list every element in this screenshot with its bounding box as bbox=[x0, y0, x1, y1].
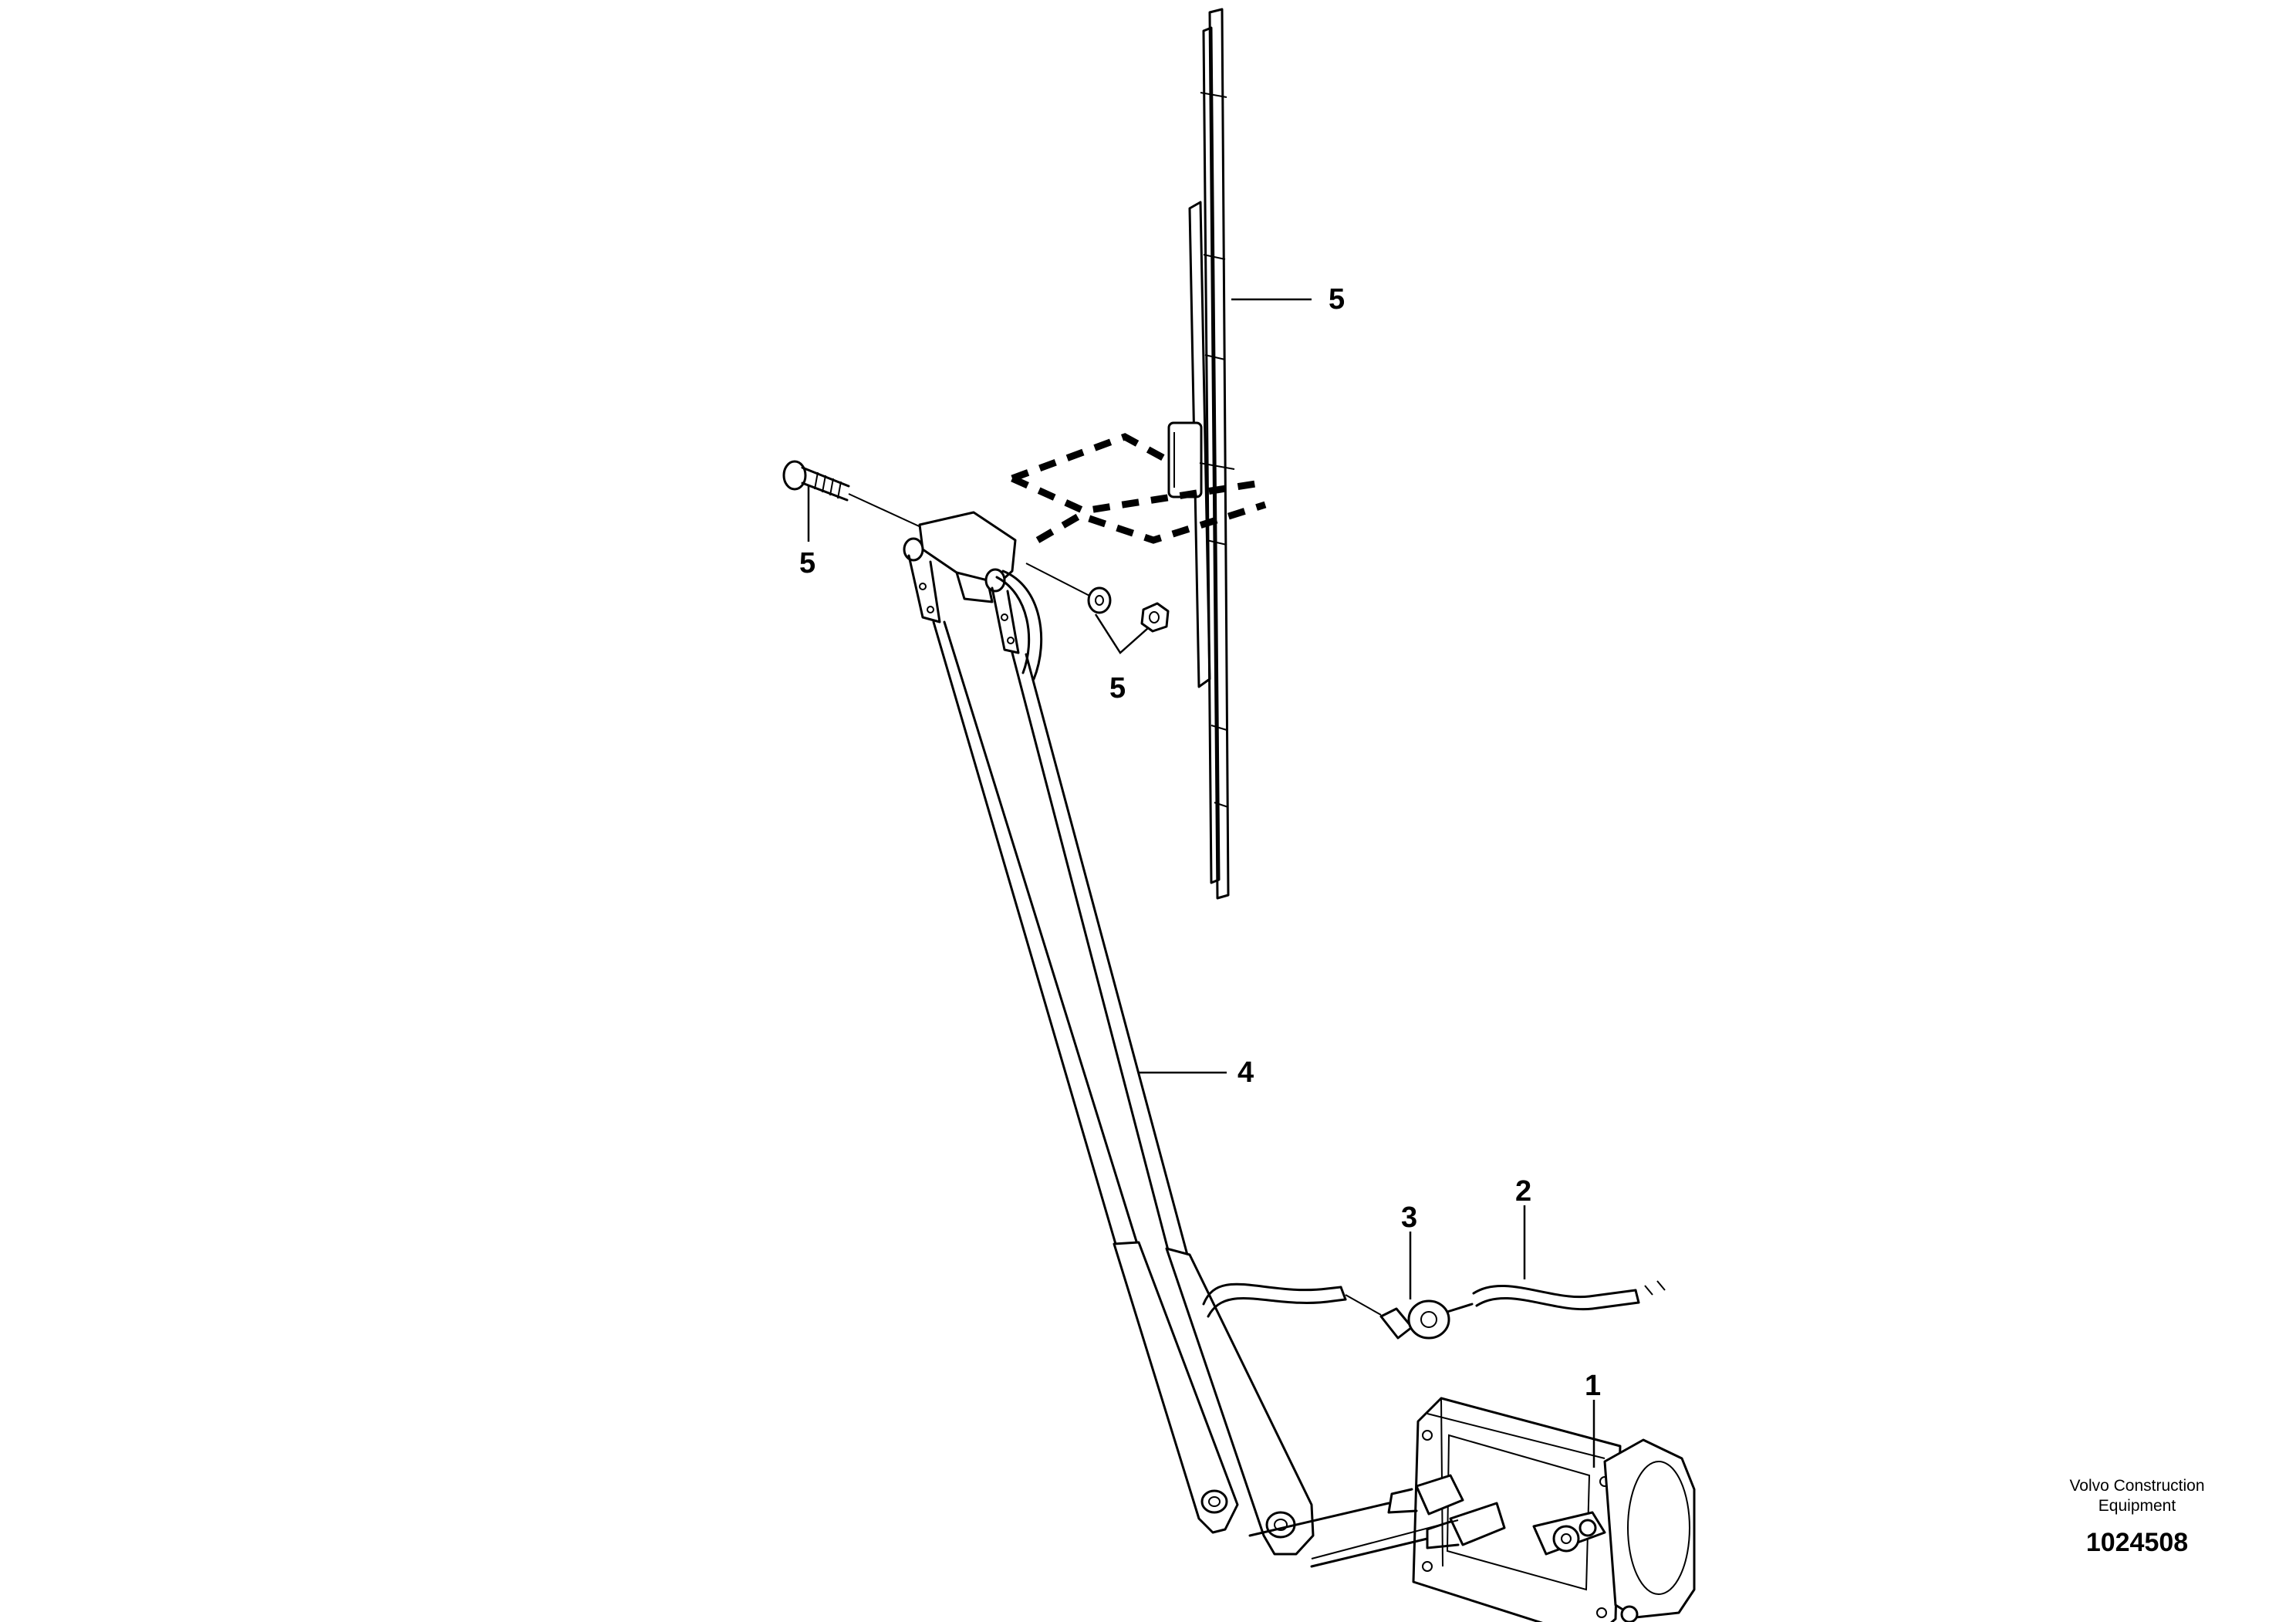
wiper-arm bbox=[903, 511, 1315, 1556]
callout-washer-hose: 2 bbox=[1515, 1175, 1531, 1208]
callout-washer-nut: 5 bbox=[1109, 672, 1126, 705]
callout-leaders bbox=[807, 298, 1595, 1468]
washer-and-nut bbox=[1025, 563, 1170, 633]
bolt bbox=[782, 460, 927, 530]
credit-line-1: Volvo Construction bbox=[2069, 1477, 2204, 1495]
wiper-blade bbox=[1167, 8, 1230, 900]
washer-nozzle bbox=[1379, 1299, 1474, 1340]
callout-bolt: 5 bbox=[799, 547, 815, 580]
callout-wiper-blade: 5 bbox=[1329, 283, 1345, 316]
callout-wiper-motor: 1 bbox=[1585, 1370, 1601, 1402]
document-number: 1024508 bbox=[2086, 1528, 2188, 1557]
washer-hose bbox=[1202, 1280, 1666, 1318]
exploded-view-indicator bbox=[1011, 433, 1267, 544]
callout-washer-nozzle: 3 bbox=[1401, 1201, 1417, 1234]
credit-line-2: Equipment bbox=[2098, 1497, 2176, 1515]
callout-wiper-arm: 4 bbox=[1237, 1056, 1254, 1089]
wiper-motor bbox=[1248, 1397, 1696, 1622]
